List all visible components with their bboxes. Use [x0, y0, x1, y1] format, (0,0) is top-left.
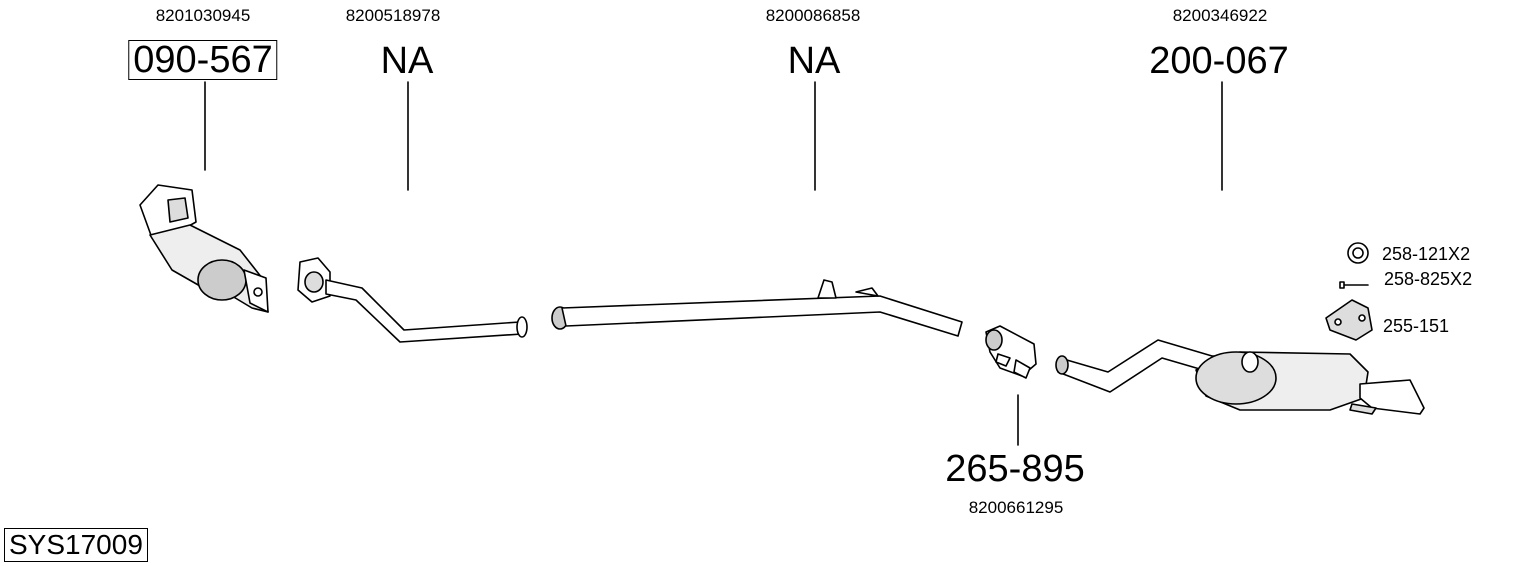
part-number-2: NA — [380, 40, 434, 82]
part-number-1: 090-567 — [128, 40, 278, 80]
accessory-label-2: 258-825X2 — [1384, 269, 1473, 289]
part-number-4: 200-067 — [1149, 40, 1289, 82]
oem-number-3: 8200086858 — [765, 6, 861, 25]
bolt-icon — [1339, 281, 1369, 289]
part-number-5: 265-895 — [945, 448, 1085, 490]
accessory-label-3: 255-151 — [1383, 316, 1450, 336]
rear-silencer-icon — [1055, 339, 1425, 415]
centre-pipe-icon — [551, 279, 963, 337]
oem-number-5: 8200661295 — [968, 498, 1064, 517]
accessory-label-1: 258-121X2 — [1382, 244, 1471, 264]
oem-number-1: 8201030945 — [155, 6, 251, 25]
clamp-icon — [985, 325, 1037, 379]
system-code: SYS17009 — [4, 528, 148, 563]
front-pipe-icon — [297, 257, 528, 343]
oem-number-4: 8200346922 — [1172, 6, 1268, 25]
part-number-3: NA — [787, 40, 841, 82]
oem-number-2: 8200518978 — [345, 6, 441, 25]
rubber-mount-icon — [1325, 299, 1373, 341]
ring-gasket-icon — [1347, 242, 1369, 264]
catalytic-converter-icon — [139, 184, 269, 313]
